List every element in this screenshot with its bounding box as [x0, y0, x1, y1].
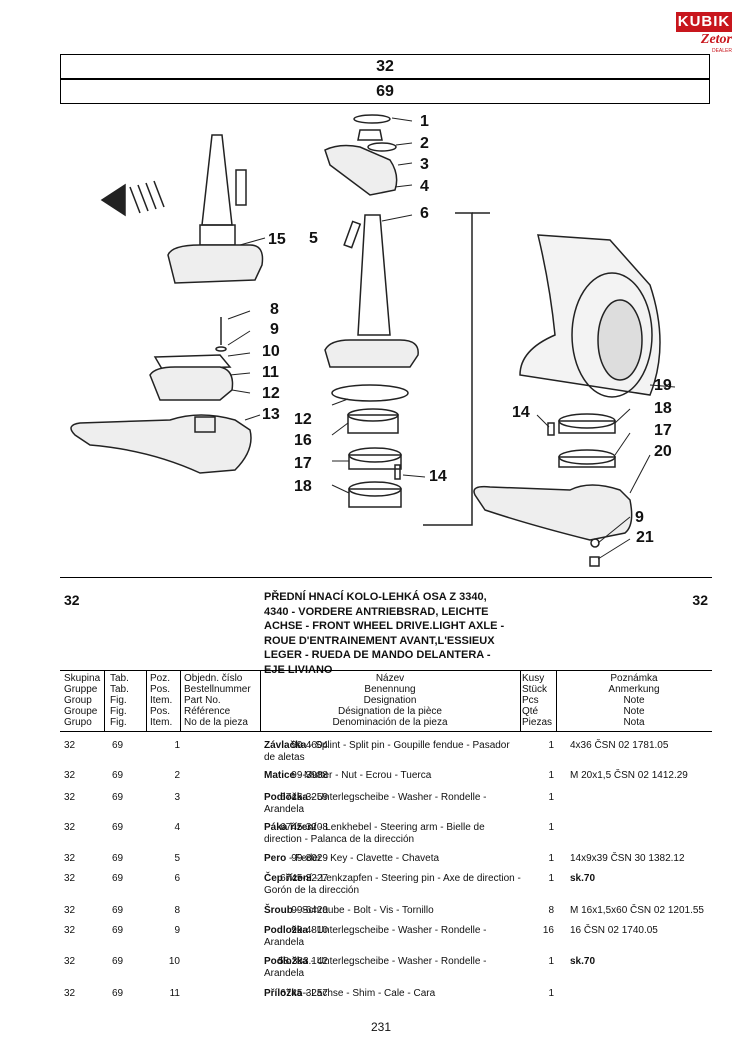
callout-10: 10: [262, 343, 280, 360]
table-number-box: 69: [60, 79, 710, 104]
callout-6: 6: [420, 205, 429, 222]
callout-1: 1: [420, 113, 429, 130]
header-pos: Poz.Pos.Item.Pos.Item.: [150, 673, 173, 728]
callout-11: 11: [262, 364, 279, 381]
callout-8: 8: [270, 301, 279, 318]
callout-17: 17: [294, 455, 312, 472]
callout-15: 15: [268, 231, 286, 248]
callout-4: 4: [420, 178, 429, 195]
callout-18b: 18: [654, 400, 672, 417]
callout-9: 9: [270, 321, 279, 338]
callout-3: 3: [420, 156, 429, 173]
assembly-bracket: [423, 212, 473, 526]
group-number-box: 32: [60, 54, 710, 79]
flange-stack-8-13: [70, 317, 252, 474]
kingpin-housing-15: [167, 134, 264, 284]
group-left-label: 32: [64, 592, 80, 608]
steering-arm-assembly: [324, 114, 419, 368]
callout-17b: 17: [654, 422, 672, 439]
callout-12b: 12: [294, 411, 312, 428]
header-tab: Tab.Tab.Fig.Fig.Fig.: [110, 673, 129, 728]
callout-12: 12: [262, 385, 280, 402]
callout-16: 16: [294, 432, 312, 449]
callout-2: 2: [420, 135, 429, 152]
callout-21: 21: [636, 529, 654, 546]
logo-brand: KUBIK: [676, 12, 732, 32]
exploded-view-drawing: [70, 114, 676, 567]
knuckle-housing-19: [519, 234, 661, 398]
callout-19: 19: [654, 377, 672, 394]
direction-arrow-icon: [100, 180, 165, 217]
callout-14b: 14: [512, 404, 530, 421]
group-title: PŘEDNÍ HNACÍ KOLO-LEHKÁ OSA Z 3340, 4340…: [264, 591, 505, 676]
group-info-block: 32 PŘEDNÍ HNACÍ KOLO-LEHKÁ OSA Z 3340, 4…: [60, 577, 712, 676]
callout-20: 20: [654, 443, 672, 460]
callout-18: 18: [294, 478, 312, 495]
callout-14: 14: [429, 468, 447, 485]
right-bearing-stack: [473, 413, 633, 567]
page-number: 231: [371, 1020, 392, 1034]
logo-dealer: DEALER: [711, 48, 732, 54]
callout-13: 13: [262, 406, 280, 423]
group-right-label: 32: [692, 592, 708, 608]
bearing-stack-12-18: [331, 384, 409, 508]
kubik-zetor-logo: KUBIK Zetor DEALER: [676, 12, 732, 62]
callout-9b: 9: [635, 509, 644, 526]
logo-sub: Zetor: [700, 32, 732, 47]
callout-5: 5: [309, 230, 318, 247]
